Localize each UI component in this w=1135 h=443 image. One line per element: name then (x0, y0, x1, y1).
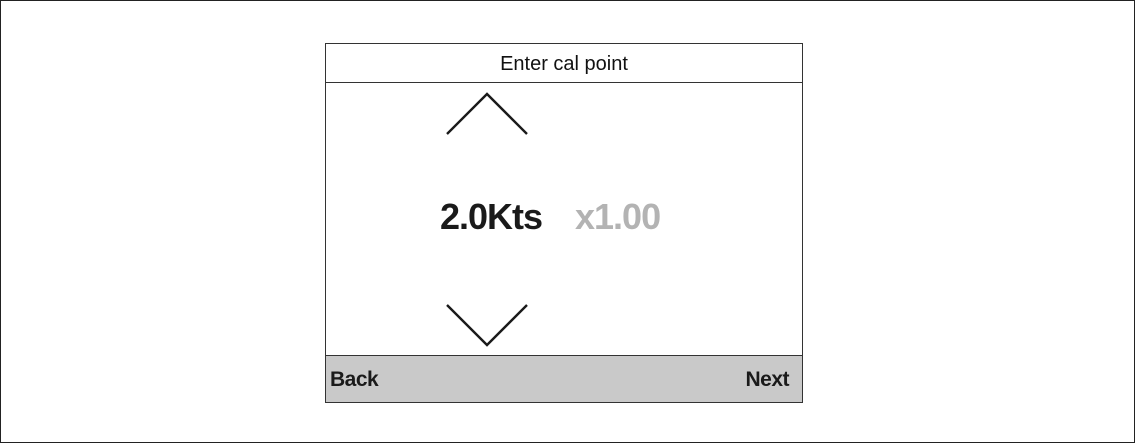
next-button[interactable]: Next (745, 368, 789, 391)
screen-title: Enter cal point (326, 44, 802, 83)
chevron-down-icon[interactable] (446, 303, 528, 347)
calibration-value-row: 2.0Kts x1.00 (326, 192, 802, 242)
speed-value: 2.0Kts (440, 196, 543, 237)
back-button[interactable]: Back (330, 368, 379, 391)
calibration-factor: x1.00 (575, 196, 661, 237)
chevron-up-icon[interactable] (446, 92, 528, 136)
calibration-screen: Enter cal point 2.0Kts x1.00 Back Next (325, 43, 803, 403)
softkey-bar: Back Next (326, 355, 802, 402)
